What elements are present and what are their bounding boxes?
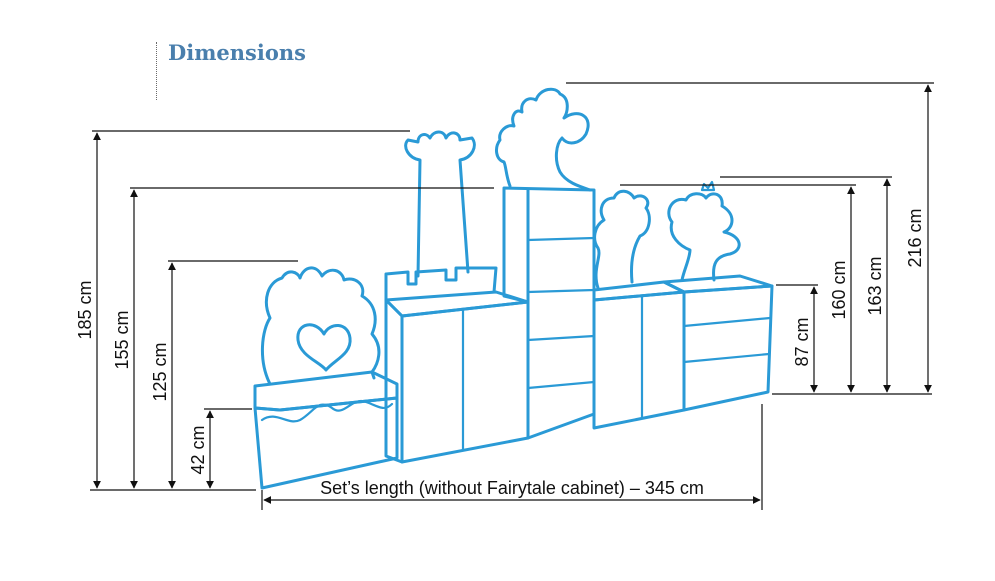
label-185: 185 cm [75, 280, 95, 339]
label-125: 125 cm [150, 342, 170, 401]
cabinet-1-side [384, 298, 404, 464]
horse-head [495, 87, 592, 192]
cabinet-3-front [592, 290, 686, 430]
dimension-lines [90, 82, 934, 510]
castle-tower [404, 130, 476, 278]
label-163: 163 cm [865, 256, 885, 315]
bed-front [253, 396, 399, 490]
dresser-drawer-2 [682, 352, 771, 364]
label-160: 160 cm [829, 260, 849, 319]
tall-shelf-3 [526, 334, 596, 342]
label-87: 87 cm [792, 317, 812, 366]
dragon-ornament [593, 189, 651, 290]
dresser-drawer-1 [682, 316, 772, 328]
label-216: 216 cm [905, 208, 925, 267]
tall-shelf-1 [526, 236, 596, 242]
tall-cabinet-outline [502, 186, 596, 440]
bed-drawer-wave [260, 399, 394, 423]
heart-headboard [260, 266, 381, 386]
cabinet-1-crenellation [384, 266, 498, 302]
page-title: Dimensions [168, 40, 306, 65]
frog-ornament [667, 192, 741, 282]
heart-shape [296, 323, 352, 372]
tall-shelf-2 [526, 288, 596, 294]
cabinet-1-front [400, 300, 530, 464]
label-155: 155 cm [112, 310, 132, 369]
crown-icon [700, 180, 716, 192]
furniture-set-drawing [253, 87, 774, 490]
label-length: Set’s length (without Fairytale cabinet)… [320, 478, 704, 498]
title-divider [156, 42, 157, 100]
label-42: 42 cm [188, 425, 208, 474]
tall-shelf-4 [526, 380, 596, 390]
dimension-labels: 185 cm 155 cm 125 cm 42 cm 87 cm 160 cm … [75, 208, 925, 498]
dresser-front [682, 284, 774, 412]
